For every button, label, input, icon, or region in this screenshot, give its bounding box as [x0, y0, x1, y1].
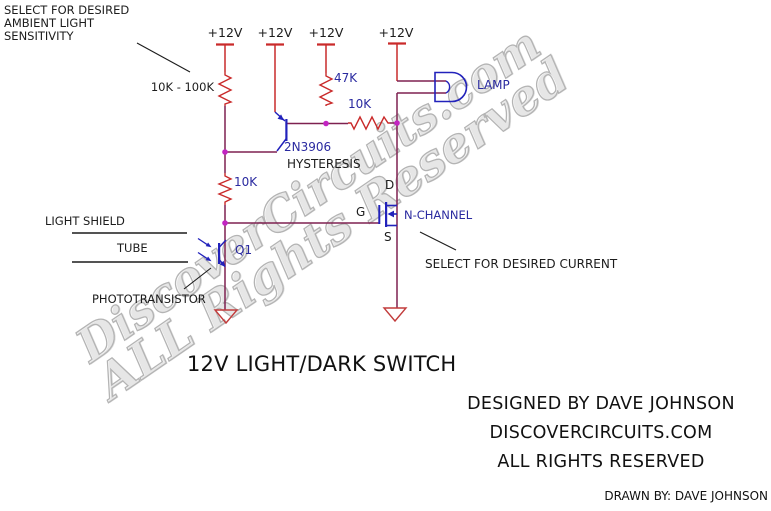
- transistor-2n3906-label: 2N3906: [284, 140, 332, 154]
- resistor-10k-100k: [217, 72, 233, 106]
- light-shield-label: LIGHT SHIELD: [45, 214, 125, 228]
- lamp-label: LAMP: [477, 78, 510, 92]
- power-label-1: +12V: [207, 25, 243, 40]
- credit-designed: DESIGNED BY DAVE JOHNSON: [467, 394, 735, 414]
- credit-site: DISCOVERCIRCUITS.COM: [489, 423, 713, 443]
- power-rail-symbols: [216, 42, 406, 46]
- callout-select-current: [419, 231, 457, 251]
- lamp-symbol: [434, 71, 468, 103]
- tube-label: TUBE: [117, 241, 148, 255]
- mosfet-pin-d-label: D: [385, 178, 395, 192]
- phototransistor-q1-label: Q1: [235, 243, 253, 257]
- power-label-2: +12V: [257, 25, 293, 40]
- resistor-10k-horizontal-label: 10K: [348, 97, 372, 111]
- light-shield-lines: [72, 232, 188, 263]
- mosfet-n-channel-symbol: [378, 202, 397, 227]
- circuit-wires: [224, 80, 446, 310]
- credit-rights: ALL RIGHTS RESERVED: [497, 452, 705, 472]
- callout-sensitivity: [136, 42, 191, 73]
- power-label-3: +12V: [308, 25, 344, 40]
- hysteresis-label: HYSTERESIS: [287, 157, 361, 171]
- resistor-10k-vertical-label: 10K: [234, 175, 258, 189]
- select-current-note: SELECT FOR DESIRED CURRENT: [425, 257, 618, 271]
- resistor-zigzags: [217, 72, 390, 205]
- transistor-2n3906-symbol: [274, 111, 288, 152]
- mosfet-pin-g-label: G: [356, 205, 366, 219]
- callout-phototransistor: [183, 267, 212, 290]
- sensitivity-note: SELECT FOR DESIRED AMBIENT LIGHT SENSITI…: [4, 3, 130, 44]
- phototransistor-q1-symbol: [197, 237, 227, 267]
- callout-lines: [136, 42, 457, 290]
- mosfet-pin-s-label: S: [384, 230, 392, 244]
- mosfet-type-label: N-CHANNEL: [404, 208, 473, 222]
- resistor-47k-label: 47K: [334, 71, 358, 85]
- resistor-10k-vertical: [217, 173, 233, 205]
- junction-dots: [222, 120, 400, 226]
- power-label-4: +12V: [378, 25, 414, 40]
- ground-symbol-right: [382, 307, 408, 323]
- resistor-47k: [318, 73, 334, 106]
- ground-symbols: [213, 307, 408, 325]
- resistor-10k-100k-label: 10K - 100K: [150, 80, 214, 94]
- ground-symbol-left: [213, 309, 239, 325]
- phototransistor-note: PHOTOTRANSISTOR: [92, 292, 206, 306]
- power-rail-wires: [224, 44, 398, 112]
- schematic-title: 12V LIGHT/DARK SWITCH: [187, 352, 457, 376]
- credit-drawn-by: DRAWN BY: DAVE JOHNSON: [604, 489, 768, 503]
- resistor-10k-horizontal: [348, 115, 390, 131]
